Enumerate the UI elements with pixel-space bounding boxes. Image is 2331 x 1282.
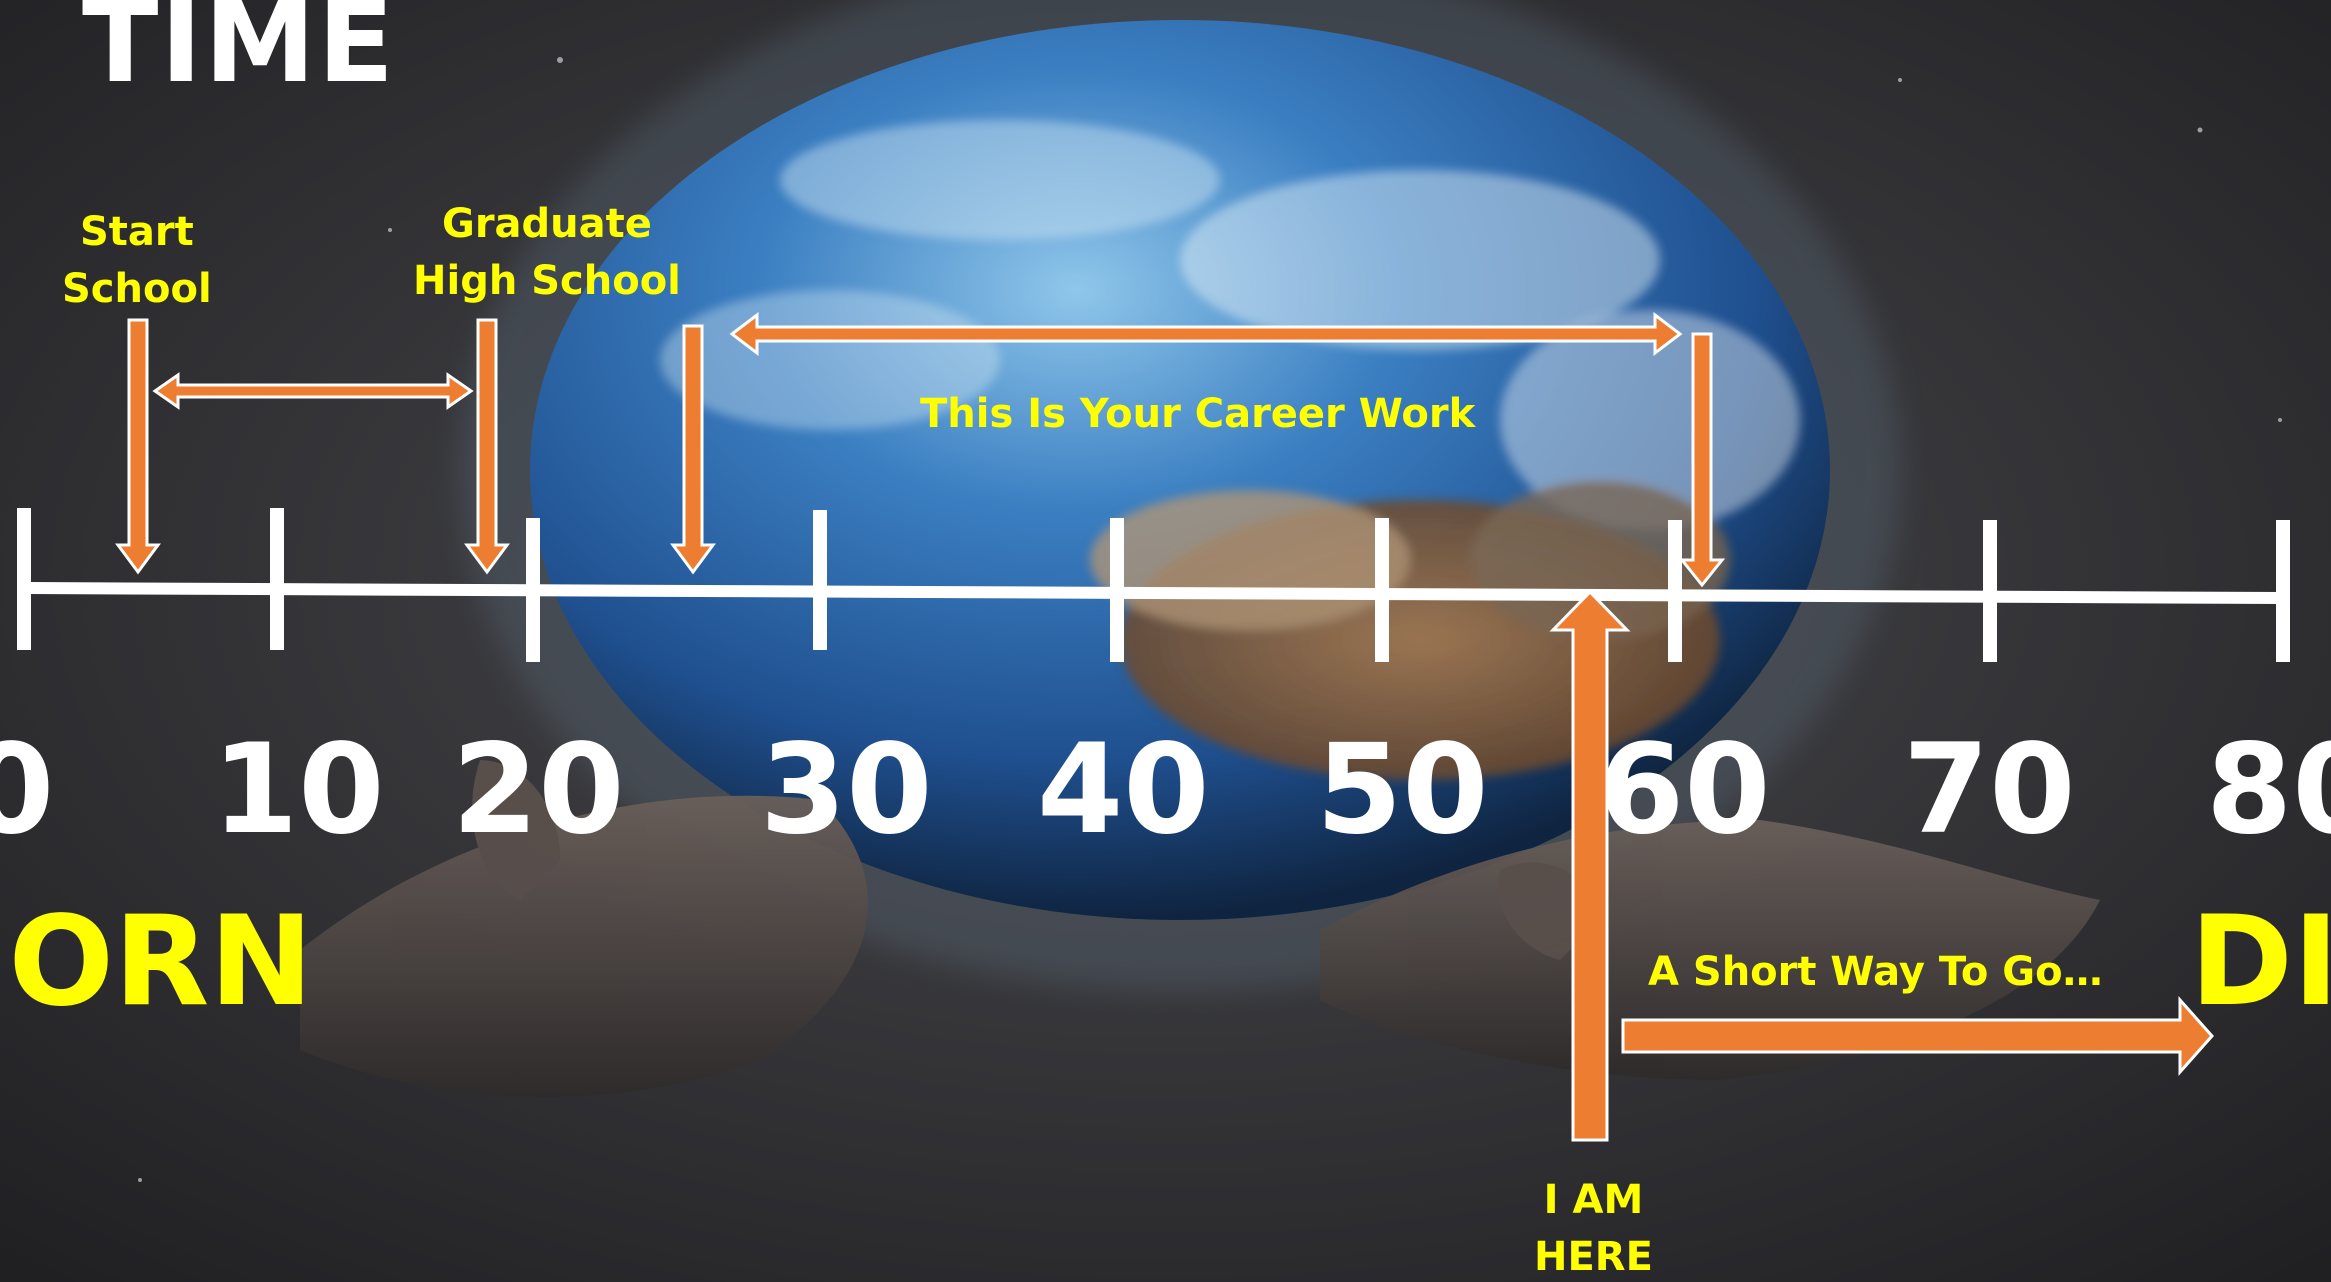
- axis-label-10: 10: [212, 718, 385, 862]
- career-label: This Is Your Career Work: [920, 391, 1476, 437]
- i-am-here-arrow: [1549, 589, 1631, 1142]
- axis-label-70: 70: [1903, 718, 2076, 862]
- axis-label-30: 30: [760, 718, 933, 862]
- axis-label-80: 80: [2206, 718, 2331, 862]
- graduate-label: Graduate High School: [413, 201, 681, 304]
- slide-title: TIME: [82, 0, 397, 108]
- i-am-here-label: I AM HERE: [1534, 1177, 1653, 1280]
- graduate-arrow: [464, 318, 510, 575]
- career-end-arrow: [1678, 332, 1726, 588]
- axis-label-0: 0: [0, 718, 55, 862]
- axis-label-40: 40: [1037, 718, 1210, 862]
- timeline-ticks: [17, 508, 2290, 662]
- axis-label-60: 60: [1598, 718, 1771, 862]
- start-school-label: Start School: [62, 209, 212, 312]
- career-double-arrow: [729, 311, 1683, 357]
- short-way-label: A Short Way To Go…: [1648, 949, 2103, 995]
- timeline-axis: [27, 582, 2284, 604]
- school-years-double-arrow: [152, 372, 474, 410]
- start-school-arrow: [115, 318, 161, 575]
- axis-label-50: 50: [1316, 718, 1489, 862]
- career-start-arrow: [670, 324, 716, 575]
- born-label: BORN: [0, 890, 314, 1034]
- die-label: DIE: [2190, 890, 2331, 1034]
- short-way-arrow: [1621, 996, 2215, 1076]
- axis-label-20: 20: [452, 718, 625, 862]
